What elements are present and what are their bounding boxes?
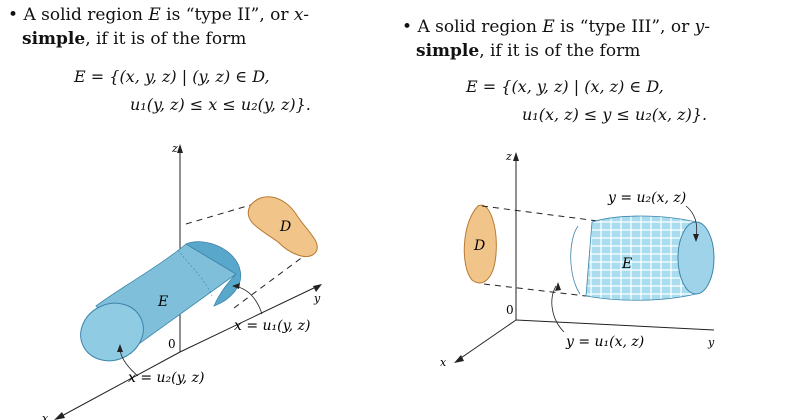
z-axis-arrow: [177, 144, 183, 153]
region-var: E: [542, 17, 555, 37]
solid-E-end-face: [677, 221, 715, 295]
u2-leader-arrow: [693, 234, 699, 242]
solid-E-seam: [177, 249, 213, 297]
formula-line2: u₁(x, z) ≤ y ≤ u₂(x, z)}.: [522, 105, 708, 124]
x-axis: [57, 351, 181, 419]
region-E-label: E: [621, 256, 632, 272]
y-axis-label: y: [313, 292, 321, 305]
region-var: E: [148, 5, 161, 25]
axis-prefix: y-: [694, 17, 710, 37]
y-axis: [179, 285, 319, 353]
simple-term: simple: [22, 29, 86, 49]
z-axis-label: z: [171, 142, 178, 155]
solid-E-front-face: [80, 302, 144, 362]
type-label: “type II”, or: [185, 5, 289, 25]
bullet: •: [8, 5, 19, 25]
x-axis: [457, 319, 517, 361]
x-axis-label: x: [42, 412, 49, 420]
u2-leader-arrow: [117, 344, 123, 352]
u1-leader: [233, 285, 263, 315]
bullet: •: [402, 17, 413, 37]
type-iii-figure: D E z x y 0 y = u₂(x, z) y = u₁(x, z): [440, 150, 715, 369]
type-ii-panel: • A solid region E is “type II”, or x- s…: [8, 4, 322, 420]
u2-label: y = u₂(x, z): [607, 190, 686, 206]
u1-leader: [551, 285, 565, 333]
u1-leader-arrow: [555, 282, 561, 291]
u2-label: x = u₂(y, z): [128, 370, 204, 386]
tail-text: , if it is of the form: [479, 41, 641, 61]
solid-E-left-edge: [570, 225, 581, 295]
formula-line1: E = {(x, y, z) | (x, z) ∈ D,: [466, 77, 664, 96]
projection-line-top: [185, 203, 255, 225]
solid-E-back-face: [185, 241, 242, 307]
y-axis: [515, 319, 715, 331]
region-D-label: D: [279, 219, 291, 235]
tail-text: , if it is of the form: [85, 29, 247, 49]
type-iii-heading-line1: • A solid region E is “type III”, or y-: [402, 16, 710, 38]
x-axis-label: x: [440, 356, 447, 369]
simple-term: simple: [416, 41, 480, 61]
u1-label: x = u₁(y, z): [234, 318, 310, 334]
formula-line2: u₁(y, z) ≤ x ≤ u₂(y, z)}.: [130, 95, 311, 114]
x-axis-arrow: [454, 355, 464, 363]
region-E-label: E: [157, 294, 168, 310]
type-ii-heading-line1: • A solid region E is “type II”, or x-: [8, 4, 309, 26]
projection-line-bottom: [483, 283, 587, 297]
region-D: [463, 204, 497, 284]
region-D-label: D: [473, 238, 485, 254]
is-text: is: [166, 5, 181, 25]
z-axis-label: z: [505, 150, 512, 163]
intro-text: A solid region: [417, 17, 537, 37]
x-axis-arrow: [54, 412, 65, 420]
u1-label: y = u₁(x, z): [565, 334, 644, 350]
type-ii-figure: D E z x y 0 x = u₁(y, z) x = u₂(y, z): [42, 142, 322, 420]
projection-line-bottom: [233, 249, 313, 309]
u1-leader-arrow: [232, 283, 240, 289]
intro-text: A solid region: [23, 5, 143, 25]
y-axis-arrow: [313, 284, 322, 292]
projection-line-top: [481, 205, 607, 223]
z-axis-arrow: [513, 152, 519, 161]
is-text: is: [560, 17, 575, 37]
origin-label: 0: [506, 303, 514, 317]
region-D: [247, 196, 318, 257]
type-ii-heading-line2: simple, if it is of the form: [22, 28, 246, 50]
type-iii-heading-line2: simple, if it is of the form: [416, 40, 640, 62]
origin-label: 0: [168, 337, 176, 351]
y-axis-label: y: [707, 336, 715, 349]
type-iii-panel: • A solid region E is “type III”, or y- …: [396, 0, 792, 420]
axis-prefix: x-: [293, 5, 309, 25]
type-label: “type III”, or: [579, 17, 690, 37]
formula-line1: E = {(x, y, z) | (y, z) ∈ D,: [74, 67, 270, 86]
